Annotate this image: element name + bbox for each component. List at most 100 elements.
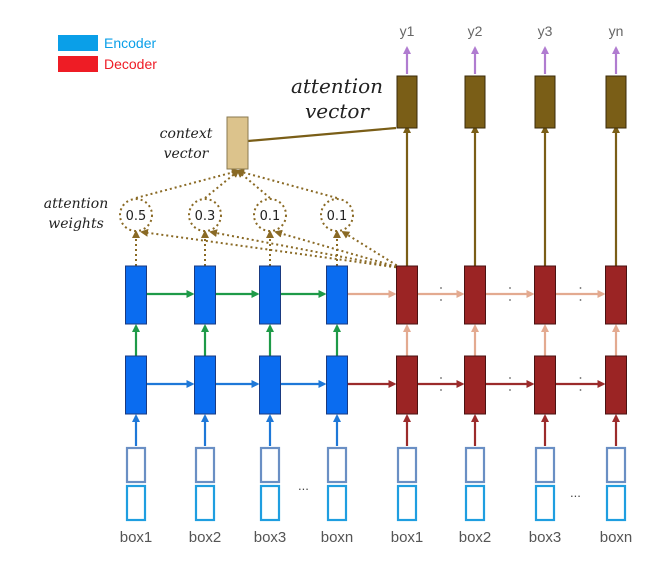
context-vector-label: context vector [160,126,213,162]
attention-vector-cell [464,75,486,129]
connections [132,46,620,446]
encoder-top-cell [326,265,348,325]
decoder-input-upper [605,446,627,484]
decoder-input-lower [534,484,556,522]
decoder-input-label: box2 [459,529,492,546]
encoder-legend-label: Encoder [104,35,156,51]
weight-to-context-dotted [236,169,271,199]
separator-dot [440,287,442,289]
decoder-to-weight-dotted [274,229,402,269]
output-label: y3 [538,23,553,39]
encoder-input-upper [326,446,348,484]
encoder-input-lower [194,484,216,522]
attention-weight-circle [119,198,153,232]
output-label: yn [609,23,624,39]
attention-vector-label: attention vector [291,74,383,123]
weight-to-context-dotted [135,168,240,199]
decoder-bottom-cell [605,355,627,415]
decoder-input-lower [396,484,418,522]
rnn-cells [125,265,627,415]
decoder-top-cell [605,265,627,325]
separator-dot [440,377,442,379]
attention-vector-cell [396,75,418,129]
attention-weights-label: attention weights [44,196,108,232]
decoder-top-cell [464,265,486,325]
decoder-top-cell [396,265,418,325]
decoder-legend-swatch [58,56,98,72]
encoder-input-label: box2 [189,529,222,546]
encoder-input-upper [194,446,216,484]
attention-vector-cell [534,75,556,129]
attention-weight-circle [320,198,354,232]
output-cells: y1 y2 y3 yn [396,23,627,129]
separator-dot [509,299,511,301]
encoder-input-label: box1 [120,529,153,546]
decoder-bottom-cell [534,355,556,415]
svg-text:context: context [160,126,213,142]
separator-dot [579,389,582,391]
decoder-bottom-cell [464,355,486,415]
decoder-input-upper [396,446,418,484]
separator-dot [579,287,582,289]
attention-weight-value: 0.1 [260,209,281,224]
separator-dot [509,389,511,391]
separator-dot [440,389,442,391]
decoder-input-label: boxn [600,529,633,546]
encoder-input-lower [326,484,348,522]
attention-weight-value: 0.3 [195,209,216,224]
svg-text:attention: attention [44,196,108,212]
separator-dot [579,299,582,301]
legend: Encoder Decoder [58,35,157,72]
encoder-bottom-cell [125,355,147,415]
encoder-ellipsis: ... [298,478,309,493]
encoder-input-label: boxn [321,529,354,546]
decoder-to-weight-dotted [209,229,402,269]
context-to-attention-line [247,126,397,143]
encoder-top-cell [259,265,281,325]
context-vector-box [226,116,249,170]
output-label: y2 [468,23,483,39]
svg-text:weights: weights [48,216,104,232]
attention-weight-value: 0.5 [126,209,147,224]
decoder-input-upper [534,446,556,484]
attention-weight-circle [253,198,287,232]
decoder-input-lower [605,484,627,522]
encoder-input-upper [259,446,281,484]
decoder-input-lower [464,484,486,522]
decoder-input-upper [464,446,486,484]
encoder-legend-swatch [58,35,98,51]
encoder-input-lower [259,484,281,522]
separator-dot [440,299,442,301]
decoder-ellipsis: ... [570,485,581,500]
svg-text:vector: vector [305,99,370,123]
separator-dot [579,377,582,379]
svg-text:vector: vector [164,146,210,162]
decoder-to-weight-dotted [140,228,402,269]
attention-weight-circle [188,198,222,232]
decoder-to-weight-dotted [341,230,402,269]
weight-to-context-dotted [236,168,338,199]
output-label: y1 [400,23,415,39]
encoder-input-lower [125,484,147,522]
weight-to-context-dotted [204,169,240,199]
decoder-input-label: box3 [529,529,562,546]
decoder-top-cell [534,265,556,325]
input-boxes: box1 box2 box3 boxn box1 box2 box3 boxn [120,446,633,546]
decoder-bottom-cell [396,355,418,415]
decoder-legend-label: Decoder [104,56,157,72]
attention-weights: 0.5 0.3 0.1 0.1 [119,198,354,232]
encoder-bottom-cell [259,355,281,415]
decoder-input-label: box1 [391,529,424,546]
separator-dot [509,377,511,379]
encoder-top-cell [125,265,147,325]
svg-text:attention: attention [291,74,383,98]
attention-weight-value: 0.1 [327,209,348,224]
separator-dot [509,287,511,289]
encoder-top-cell [194,265,216,325]
encoder-bottom-cell [194,355,216,415]
attention-vector-cell [605,75,627,129]
encoder-input-label: box3 [254,529,287,546]
encoder-bottom-cell [326,355,348,415]
encoder-input-upper [125,446,147,484]
